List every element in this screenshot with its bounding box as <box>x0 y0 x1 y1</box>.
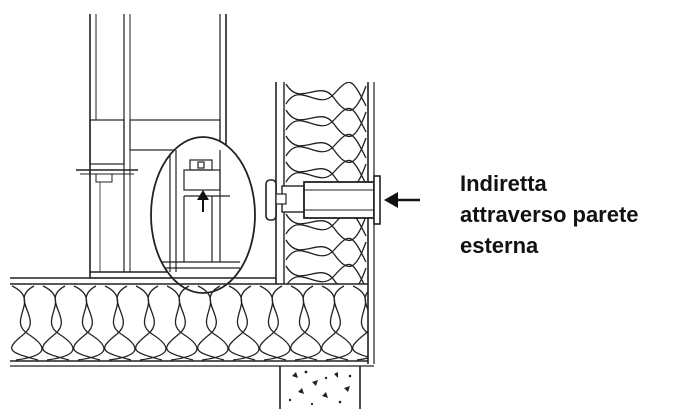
floor-insulation <box>11 285 368 361</box>
concrete-foundation <box>279 366 361 409</box>
airflow-arrow-icon <box>384 192 420 208</box>
insulated-wall <box>275 82 375 364</box>
air-inlet-duct <box>265 175 381 225</box>
insulated-floor <box>10 277 374 367</box>
caption-line-3: esterna <box>460 233 539 258</box>
stove-cutaway <box>150 136 256 294</box>
stove-body <box>76 14 227 279</box>
caption-line-2: attraverso parete <box>460 202 639 227</box>
caption-text: Indiretta attraverso parete esterna <box>460 168 682 261</box>
caption-line-1: Indiretta <box>460 171 547 196</box>
